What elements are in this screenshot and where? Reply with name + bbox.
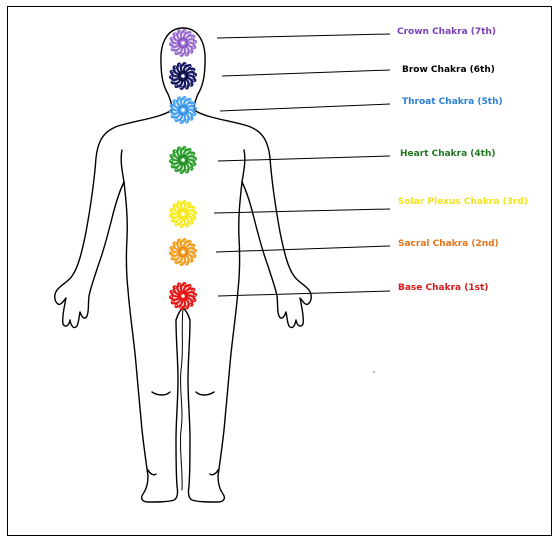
throat-leader-line — [220, 104, 390, 111]
chakra-symbols — [169, 29, 196, 309]
solar-plexus-chakra-label: Solar Plexus Chakra (3rd) — [398, 197, 528, 207]
sacral-leader-line — [216, 246, 390, 252]
solar-core — [181, 212, 185, 216]
crown-chakra-label: Crown Chakra (7th) — [397, 27, 496, 37]
solar-leader-line — [214, 209, 390, 213]
throat-core — [181, 108, 185, 112]
base-chakra-symbol — [169, 282, 196, 309]
brow-core — [181, 74, 185, 78]
crown-leader-line — [217, 34, 390, 38]
base-chakra-label: Base Chakra (1st) — [398, 283, 488, 293]
throat-chakra-symbol — [169, 96, 196, 123]
heart-chakra-symbol — [169, 146, 196, 173]
sacral-core — [181, 250, 185, 254]
chakra-labels: Crown Chakra (7th) Brow Chakra (6th) Thr… — [397, 27, 528, 293]
heart-leader-line — [218, 156, 390, 161]
brow-chakra-symbol — [169, 62, 196, 89]
heart-core — [181, 158, 185, 162]
base-core — [181, 294, 185, 298]
heart-chakra-label: Heart Chakra (4th) — [400, 149, 496, 159]
sacral-chakra-symbol — [169, 238, 196, 265]
leader-lines — [214, 34, 390, 296]
base-leader-line — [218, 291, 390, 296]
solar-plexus-chakra-symbol — [169, 200, 196, 227]
brow-leader-line — [222, 70, 390, 76]
throat-chakra-label: Throat Chakra (5th) — [402, 97, 503, 107]
stray-dot — [373, 371, 375, 373]
sacral-chakra-label: Sacral Chakra (2nd) — [398, 239, 499, 249]
crown-chakra-symbol — [169, 29, 196, 56]
crown-core — [181, 41, 185, 45]
brow-chakra-label: Brow Chakra (6th) — [402, 65, 495, 75]
